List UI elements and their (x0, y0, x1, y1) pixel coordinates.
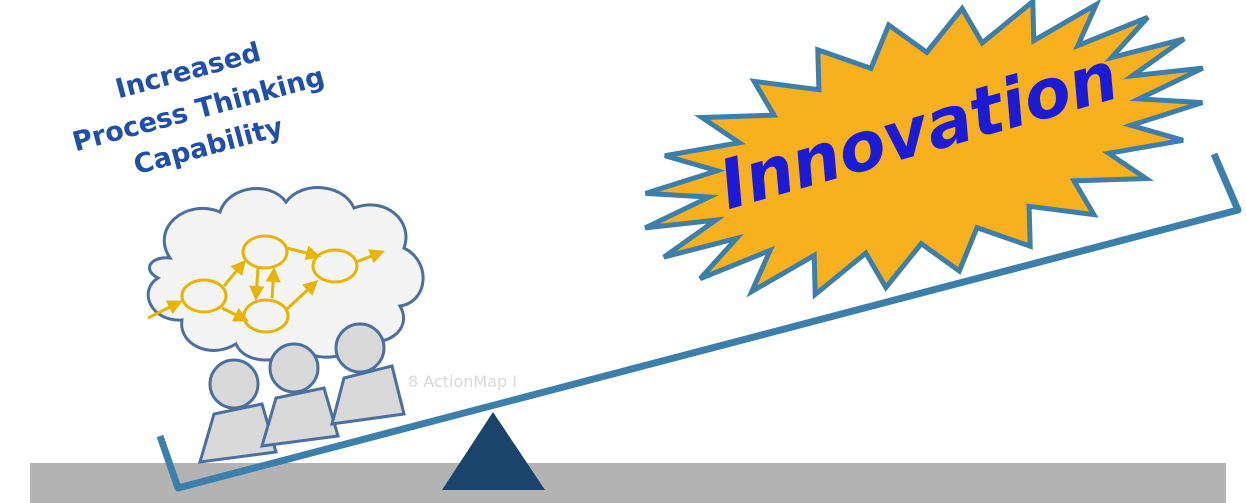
person-middle (259, 386, 340, 448)
person-right (329, 364, 406, 426)
ground-bar (30, 463, 1226, 503)
seesaw-beam (156, 152, 1242, 492)
people-group-icon (197, 322, 406, 464)
starburst-icon (644, 0, 1204, 300)
fulcrum-triangle-icon (442, 412, 545, 490)
process-flow-icon (147, 234, 385, 334)
watermark-text: 8 ActionMap I (408, 372, 517, 391)
person-left (197, 402, 278, 464)
capability-label: Increased Process Thinking Capability (69, 37, 328, 181)
thought-cloud-icon (146, 186, 425, 362)
